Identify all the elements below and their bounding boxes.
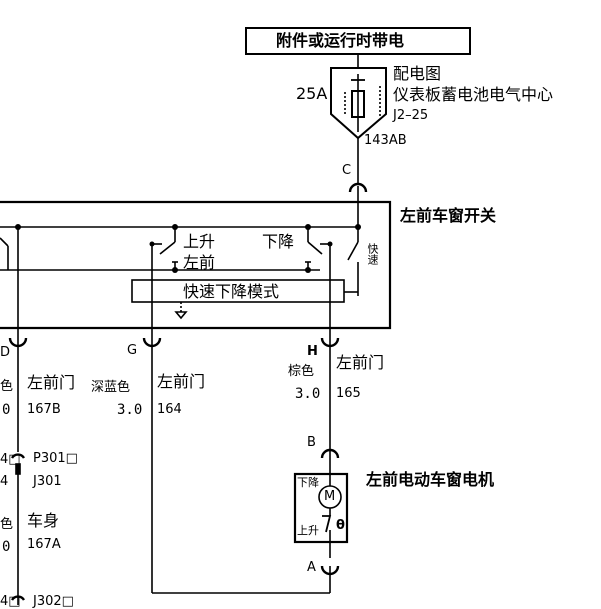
fuse-doc-ref: 配电图 xyxy=(393,64,442,83)
motor-symbol: M xyxy=(324,489,336,504)
pin-d-dest: 左前门 xyxy=(27,373,76,392)
j302-left-fragment: 4□ xyxy=(0,594,21,609)
p301-label: P301□ xyxy=(33,451,78,466)
motor-thermal-symbol: θ xyxy=(336,518,345,533)
fuse-location: 仪表板蓄电池电气中心 xyxy=(393,85,554,104)
fuse-circuit: 143AB xyxy=(364,133,407,148)
body-dest: 车身 xyxy=(27,511,60,530)
express-mode-label: 快速下降模式 xyxy=(183,282,280,301)
fuse-id: J2–25 xyxy=(393,108,429,123)
body-color: 色 xyxy=(0,517,14,532)
body-gauge: 0 xyxy=(2,539,11,555)
fuse-rating: 25A xyxy=(296,84,328,103)
pin-h-circuit: 165 xyxy=(336,386,361,401)
pin-d-gauge: 0 xyxy=(2,402,11,418)
pin-h-letter: H xyxy=(307,344,318,359)
power-source-label: 附件或运行时带电 xyxy=(276,31,405,50)
front-left-label: 左前 xyxy=(183,253,216,272)
pin-d-letter: D xyxy=(0,345,11,360)
connector-b-symbol xyxy=(320,448,340,459)
pin-g-dest: 左前门 xyxy=(157,372,206,391)
pin-g-circuit: 164 xyxy=(157,402,182,417)
motor-pin-b: B xyxy=(307,435,316,450)
pin-h-gauge: 3.0 xyxy=(295,386,321,402)
motor-pin-a: A xyxy=(307,560,316,575)
p301-left-fragment: 4□ xyxy=(0,452,21,467)
express-switch-contact xyxy=(347,241,359,261)
body-circuit: 167A xyxy=(27,537,61,552)
down-switch-contact xyxy=(307,241,323,255)
switch-title: 左前车窗开关 xyxy=(400,206,497,225)
pin-h-dest: 左前门 xyxy=(336,353,385,372)
j302-label: J302□ xyxy=(33,594,74,609)
up-label: 上升 xyxy=(183,232,216,251)
fuse-block-outline xyxy=(330,67,387,140)
pin-d-color: 色 xyxy=(0,379,14,394)
connector-c-label: C xyxy=(342,163,352,178)
up-switch-contact xyxy=(159,241,176,255)
pin-h-color: 棕色 xyxy=(288,364,315,379)
switch-housing xyxy=(0,200,392,330)
express-label: 快速 xyxy=(366,243,379,265)
motor-title: 左前电动车窗电机 xyxy=(366,470,495,489)
pin-g-letter: G xyxy=(127,343,138,358)
pin-g-color: 深蓝色 xyxy=(91,380,131,395)
j301-label: J301 xyxy=(33,474,62,489)
pin-d-circuit: 167B xyxy=(27,402,61,417)
down-label: 下降 xyxy=(262,232,295,251)
express-mode-box xyxy=(131,279,345,303)
motor-up-label: 上升 xyxy=(297,524,319,537)
motor-housing xyxy=(293,472,349,544)
motor-down-label: 下降 xyxy=(297,476,319,489)
connector-c-symbol xyxy=(348,182,368,193)
fuse-element xyxy=(351,90,365,118)
pin-g-gauge: 3.0 xyxy=(117,402,143,418)
p301-sub-left: 4 xyxy=(0,474,9,489)
